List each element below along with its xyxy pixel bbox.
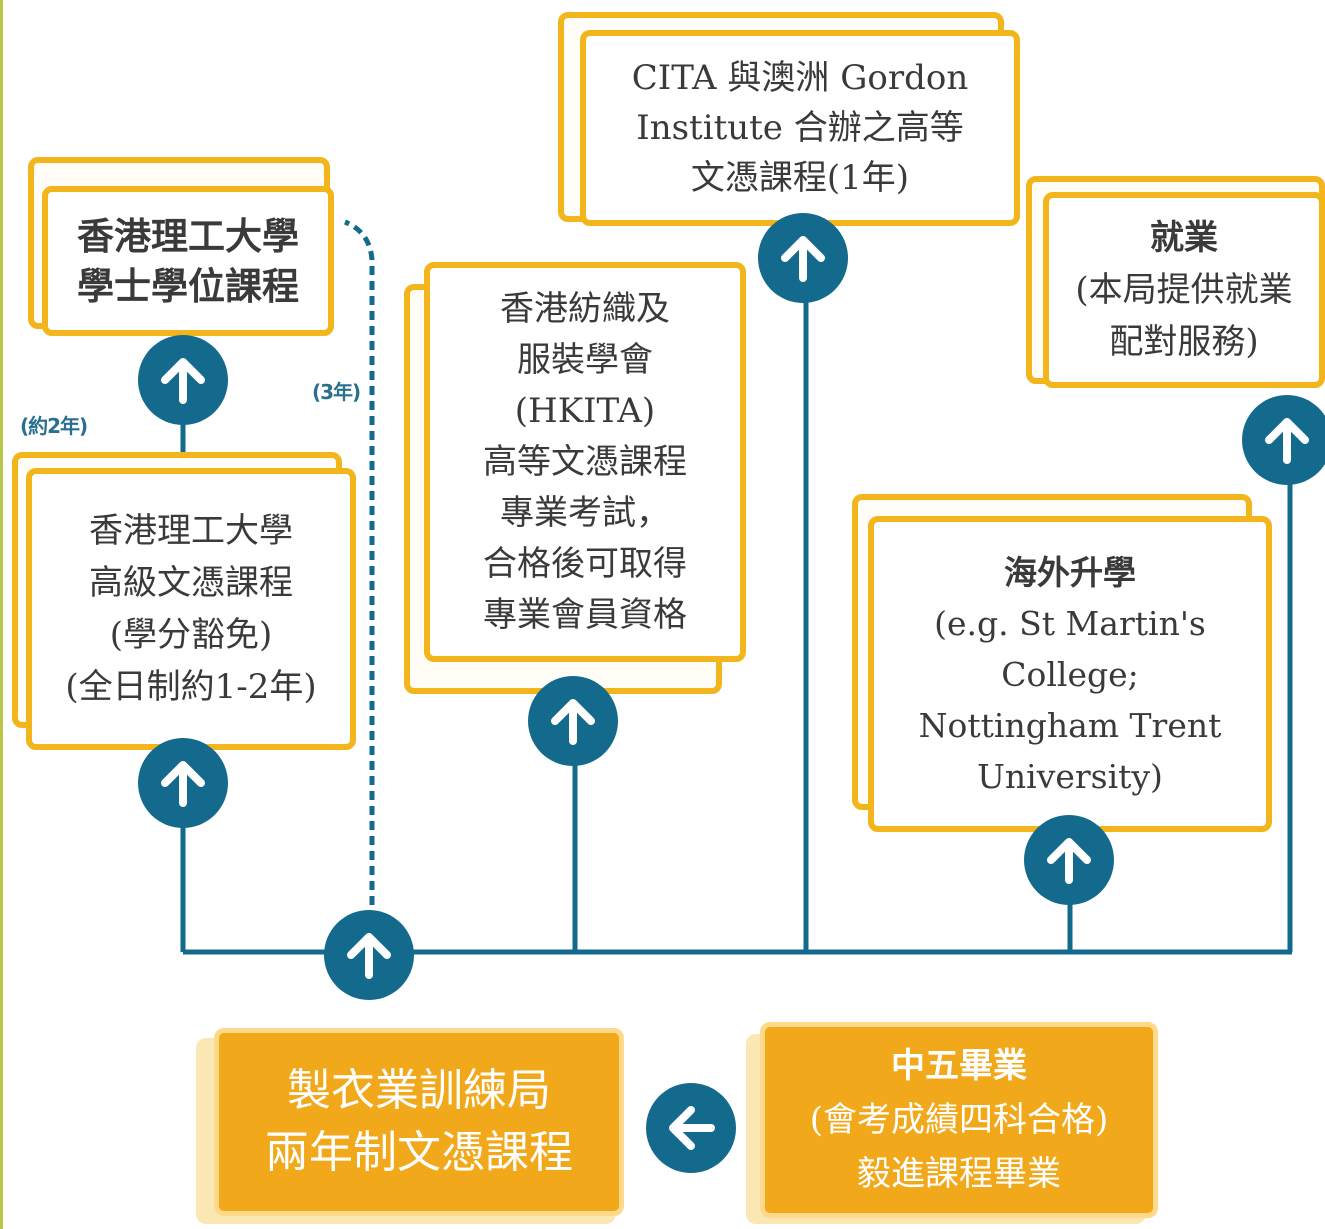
left-edge-rule [0, 0, 3, 1229]
polyu-hd-box: 香港理工大學 高級文憑課程 (學分豁免) (全日制約1-2年) [26, 468, 356, 750]
employment-box: 就業 (本局提供就業 配對服務) [1043, 192, 1325, 388]
polyu-hd-line-1: 香港理工大學 [89, 511, 293, 551]
polyu-hd-line-2: 高級文憑課程 [89, 563, 293, 603]
cita-line-2: Institute 合辦之高等 [636, 108, 964, 148]
arrow-up-icon [1242, 395, 1325, 485]
polyu-hd-line-4: (全日制約1-2年) [65, 667, 317, 707]
overseas-line-5: University) [977, 756, 1163, 796]
polyu-degree-line-2: 學士學位課程 [77, 264, 299, 308]
hkita-line-6: 合格後可取得 [483, 543, 687, 584]
employment-line-2: (本局提供就業 [1075, 270, 1293, 310]
hkita-line-7: 專業會員資格 [483, 594, 687, 635]
arrow-up-icon [758, 213, 848, 303]
duration-label-about-2-years: (約2年) [20, 414, 88, 438]
overseas-line-1: 海外升學 [1004, 552, 1136, 592]
overseas-box: 海外升學 (e.g. St Martin's College; Nottingh… [868, 516, 1272, 832]
diploma-line-1: 製衣業訓練局 [287, 1065, 551, 1116]
polyu-degree-line-1: 香港理工大學 [77, 214, 299, 258]
form5-line-2: (會考成績四科合格) [809, 1100, 1109, 1140]
form5-line-3: 毅進課程畢業 [857, 1154, 1061, 1194]
hkita-line-5: 專業考試， [500, 492, 670, 533]
cita-line-1: CITA 與澳洲 Gordon [631, 58, 969, 98]
diploma-line-2: 兩年制文憑課程 [265, 1127, 573, 1178]
diploma-box: 製衣業訓練局 兩年制文憑課程 [214, 1028, 624, 1216]
arrow-up-icon [528, 676, 618, 766]
arrow-up-icon [138, 738, 228, 828]
employment-line-3: 配對服務) [1109, 322, 1259, 362]
overseas-line-3: College; [1001, 654, 1139, 694]
duration-label-3-years: (3年) [312, 380, 361, 404]
form5-box: 中五畢業 (會考成績四科合格) 毅進課程畢業 [760, 1022, 1158, 1218]
cita-box: CITA 與澳洲 Gordon Institute 合辦之高等 文憑課程(1年) [580, 30, 1020, 226]
hkita-line-1: 香港紡織及 [500, 288, 670, 329]
overseas-line-2: (e.g. St Martin's [934, 603, 1206, 643]
form5-line-1: 中五畢業 [891, 1046, 1027, 1086]
hkita-line-2: 服裝學會 [517, 339, 653, 380]
employment-line-1: 就業 [1150, 218, 1218, 258]
cita-line-3: 文憑課程(1年) [690, 158, 910, 198]
hkita-line-3: (HKITA) [514, 390, 656, 431]
dashed-connector-to-degree [343, 219, 375, 920]
arrow-up-icon [324, 910, 414, 1000]
arrow-up-icon [138, 335, 228, 425]
arrow-left-icon [646, 1083, 736, 1173]
polyu-degree-box: 香港理工大學 學士學位課程 [42, 186, 334, 336]
overseas-line-4: Nottingham Trent [918, 705, 1222, 745]
hkita-line-4: 高等文憑課程 [483, 441, 687, 482]
arrow-up-icon [1024, 815, 1114, 905]
polyu-hd-line-3: (學分豁免) [109, 615, 273, 655]
hkita-box: 香港紡織及 服裝學會 (HKITA) 高等文憑課程 專業考試， 合格後可取得 專… [424, 262, 746, 662]
